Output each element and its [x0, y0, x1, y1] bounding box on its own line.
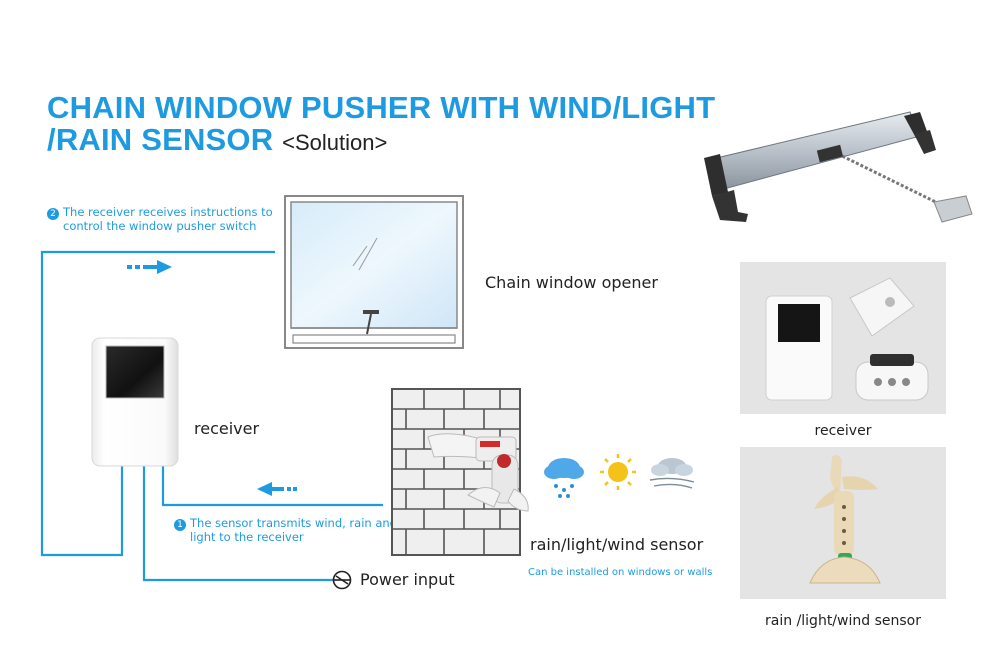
sensor-install-note: Can be installed on windows or walls: [528, 567, 713, 578]
sensor-photo-panel: [740, 447, 946, 599]
window-illustration: [284, 195, 464, 349]
power-plug-icon: [332, 570, 352, 590]
title-line-1: CHAIN WINDOW PUSHER WITH WIND/LIGHT: [47, 90, 716, 125]
sun-icon: [600, 454, 636, 490]
receiver-photo: [765, 277, 929, 401]
title-suffix: <Solution>: [282, 130, 388, 155]
weather-icons: [544, 454, 695, 498]
page-title: CHAIN WINDOW PUSHER WITH WIND/LIGHT /RAI…: [47, 92, 715, 159]
chain-opener-product: [704, 111, 973, 223]
sensor-label: rain/light/wind sensor: [530, 535, 704, 554]
step-2-number: 2: [47, 208, 59, 220]
brick-wall-sensor: [391, 388, 529, 556]
wire-window-to-receiver: [40, 250, 275, 557]
wind-sensor: [427, 433, 529, 512]
receiver-device: [91, 337, 179, 467]
receiver-photo-caption: receiver: [814, 423, 872, 439]
step-1-number: 1: [174, 519, 186, 531]
arrow-right-dashed: [127, 260, 172, 274]
title-line-2: /RAIN SENSOR <Solution>: [47, 122, 388, 157]
wind-cloud-icon: [649, 458, 695, 489]
window-label: Chain window opener: [485, 273, 658, 292]
rain-cloud-icon: [544, 458, 584, 498]
receiver-label: receiver: [194, 419, 260, 438]
wire-power-to-receiver: [142, 466, 333, 582]
receiver-photo-panel: [740, 262, 946, 414]
arrow-left-dashed: [257, 482, 297, 496]
sensor-photo-caption: rain /light/wind sensor: [765, 613, 921, 629]
sensor-photo: [809, 454, 881, 584]
power-label: Power input: [360, 570, 455, 589]
wire-sensor-to-receiver: [161, 466, 383, 507]
